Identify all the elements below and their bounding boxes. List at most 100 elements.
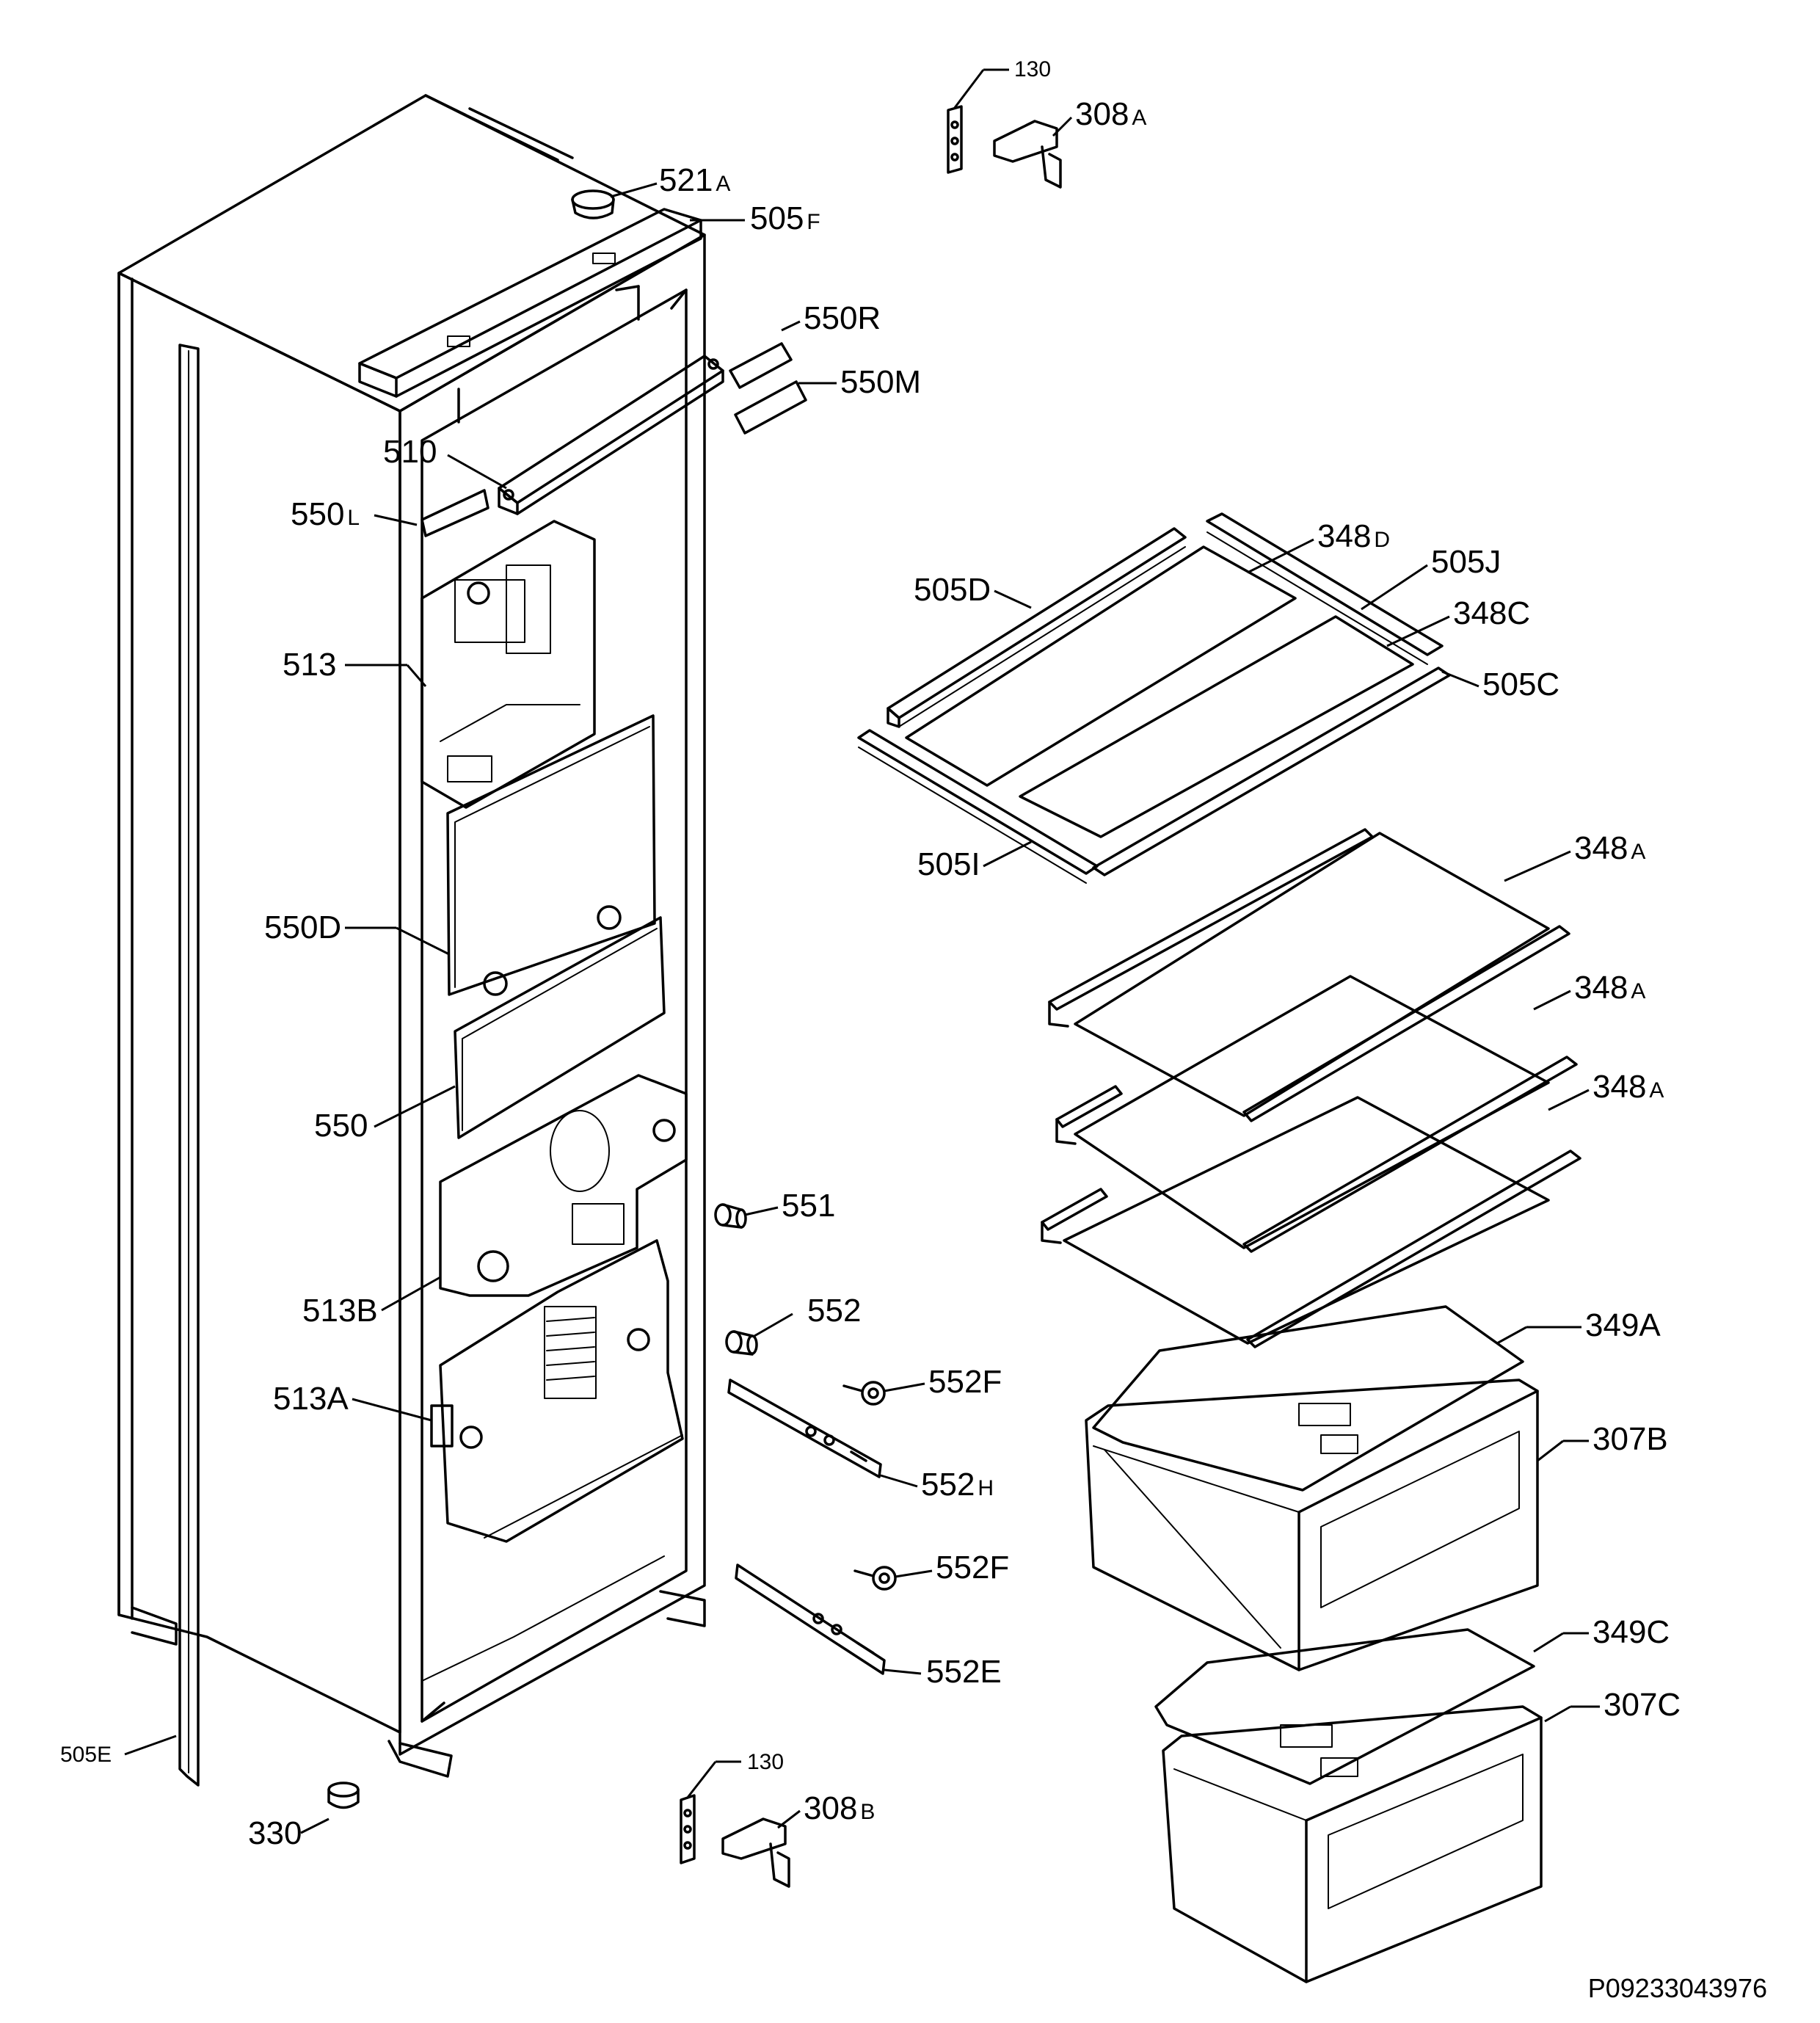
leader-550l — [374, 514, 418, 526]
control-housing-513 — [421, 520, 596, 809]
leader-308b — [777, 1809, 801, 1829]
leader-552 — [754, 1312, 793, 1337]
document-id: P09233043976 — [1587, 1973, 1767, 2003]
callout-550r: 550R — [804, 300, 881, 336]
leader-130-bottom — [685, 1761, 717, 1799]
leader-505d — [994, 589, 1032, 609]
label-plate-550r — [729, 342, 793, 389]
leader-130-top — [953, 69, 985, 109]
callout-510: 510 — [383, 434, 437, 470]
leader-521a — [610, 182, 658, 198]
leader-505e — [124, 1735, 177, 1756]
callout-513: 513 — [283, 647, 336, 683]
callout-307b: 307B — [1592, 1421, 1668, 1457]
leader-552f-top — [884, 1382, 925, 1392]
slide-rail-552e — [735, 1563, 886, 1675]
leader-550r — [781, 320, 801, 332]
leader-505c — [1441, 670, 1479, 688]
pin-551 — [714, 1203, 747, 1229]
door-seal-strip — [178, 344, 200, 1787]
callout-513b: 513B — [302, 1293, 378, 1329]
leader-307b — [1537, 1439, 1564, 1462]
leader-308a — [1052, 116, 1073, 137]
hinge-308a — [993, 120, 1062, 189]
leader-348c — [1386, 615, 1450, 647]
callout-130-top: 130 — [1014, 57, 1051, 81]
leader-551 — [744, 1206, 779, 1216]
glass-shelf-348a-2 — [1055, 975, 1578, 1253]
leader-513a — [352, 1398, 432, 1422]
callout-505d: 505D — [914, 572, 991, 608]
screw-552f-bottom — [853, 1566, 897, 1591]
dispenser-housing-513b — [439, 1074, 688, 1297]
callout-505i: 505I — [917, 846, 980, 882]
callout-505j: 505J — [1431, 544, 1501, 580]
top-cap-part — [571, 189, 615, 219]
leader-550 — [374, 1085, 456, 1128]
crisper-drawer-307c — [1162, 1705, 1543, 1983]
lower-cover-513a — [430, 1239, 684, 1543]
hinge-plate-130-bottom — [680, 1794, 696, 1864]
flap-550 — [454, 916, 666, 1139]
callout-349a: 349A — [1585, 1307, 1661, 1343]
screw-552f-top — [842, 1381, 886, 1406]
leader-510 — [447, 454, 507, 490]
callout-550d: 550D — [264, 909, 341, 945]
split-shelf-assembly — [857, 512, 1451, 884]
leader-513b — [381, 1276, 441, 1312]
adjustable-foot-330 — [327, 1782, 360, 1809]
pin-552 — [725, 1330, 758, 1356]
flap-door-550d — [446, 714, 656, 996]
leader-lines — [124, 68, 1600, 1834]
crisper-lid-349a — [1092, 1305, 1524, 1492]
hinge-plate-130-top — [947, 105, 963, 174]
leader-307c — [1544, 1705, 1571, 1723]
callout-552f-top: 552F — [928, 1364, 1002, 1400]
callout-505c: 505C — [1482, 667, 1559, 702]
leader-552f-bottom — [895, 1569, 933, 1578]
slide-rail-552h — [727, 1379, 882, 1478]
callout-552e: 552E — [926, 1654, 1002, 1690]
callout-349c: 349C — [1592, 1614, 1670, 1650]
callout-307c: 307C — [1604, 1687, 1681, 1723]
callout-330: 330 — [248, 1815, 302, 1851]
leader-330 — [300, 1817, 330, 1834]
leader-348a-2 — [1533, 989, 1571, 1011]
glass-shelf-348a-1 — [1048, 828, 1570, 1122]
glass-shelf-348a-3 — [1041, 1096, 1581, 1348]
leader-348a-3 — [1548, 1089, 1590, 1111]
refrigerator-cabinet — [117, 94, 706, 1778]
leader-349c — [1533, 1632, 1564, 1653]
leader-552e — [884, 1668, 922, 1675]
light-cover-part — [498, 355, 724, 515]
callout-505e: 505E — [60, 1743, 112, 1767]
hinge-308b — [721, 1817, 790, 1888]
leader-505j — [1361, 564, 1428, 611]
callout-552: 552 — [807, 1293, 861, 1329]
callout-130-bottom: 130 — [747, 1750, 784, 1774]
leader-349a — [1496, 1326, 1527, 1345]
leader-348a-1 — [1504, 850, 1571, 882]
crisper-drawer-307b — [1085, 1379, 1539, 1671]
callout-551: 551 — [782, 1188, 835, 1224]
label-plate-550m — [734, 380, 807, 435]
callout-513a: 513A — [273, 1381, 349, 1417]
callout-550: 550 — [314, 1108, 368, 1144]
label-plate-550l — [421, 489, 489, 537]
callout-550m: 550M — [840, 364, 921, 400]
callout-552f-bottom: 552F — [936, 1550, 1009, 1586]
leader-552h — [880, 1474, 918, 1488]
